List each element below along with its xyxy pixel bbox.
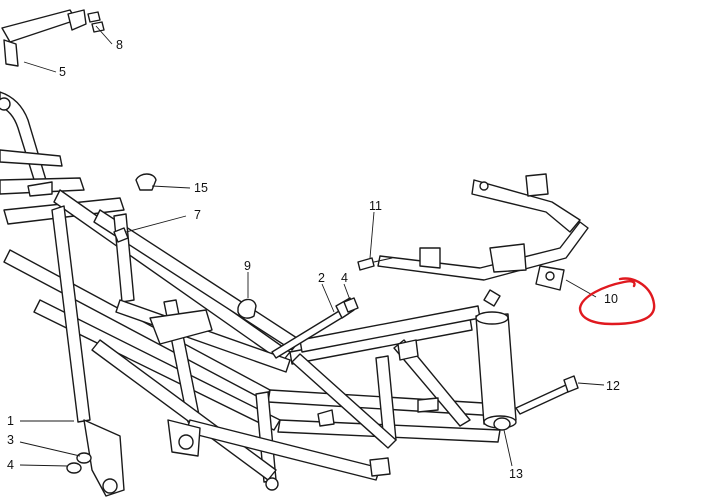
callout-4-lower: 4: [7, 458, 14, 472]
callout-labels: 1 2 3 4 4 5 7 8 9 10 11 12 13 15: [7, 38, 620, 481]
callout-8: 8: [116, 38, 123, 52]
callout-15: 15: [194, 181, 208, 195]
front-subframe-bracket: [377, 173, 589, 291]
callout-3: 3: [7, 433, 14, 447]
callout-2: 2: [318, 271, 325, 285]
callout-11: 11: [369, 199, 382, 213]
fasteners: [0, 11, 579, 474]
callout-5: 5: [59, 65, 66, 79]
callout-12: 12: [606, 379, 620, 393]
callout-13: 13: [509, 467, 523, 481]
callout-10: 10: [604, 292, 618, 306]
callout-9: 9: [244, 259, 251, 273]
red-highlight-circle: [578, 277, 656, 326]
callout-4-upper: 4: [341, 271, 348, 285]
callout-7: 7: [194, 208, 201, 222]
callout-1: 1: [7, 414, 14, 428]
